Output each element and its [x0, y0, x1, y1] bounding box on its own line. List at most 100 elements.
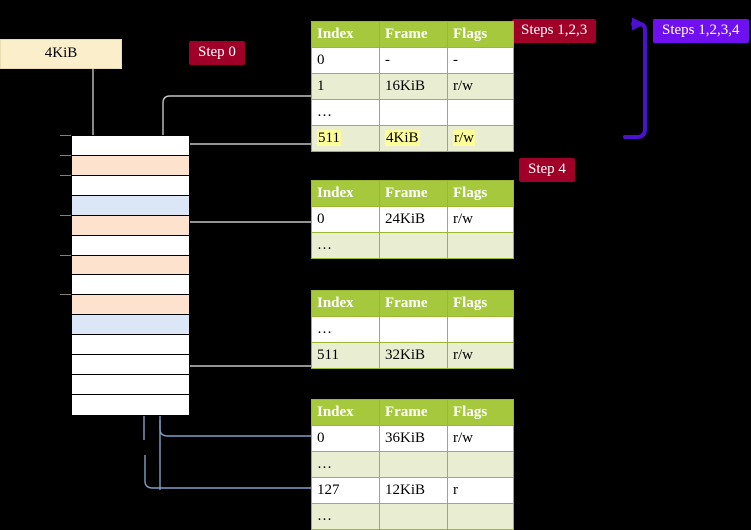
column-header-frame: Frame — [379, 21, 448, 48]
cell-flags: - — [447, 47, 514, 74]
cell-flags: r/w — [447, 206, 514, 233]
highlighted-value: 4KiB — [385, 129, 420, 146]
memory-frame-row — [72, 215, 189, 236]
table-row: … — [311, 99, 514, 126]
cell-frame — [379, 316, 448, 343]
cell-index: 0 — [311, 425, 380, 452]
column-header-frame: Frame — [379, 180, 448, 207]
wire-t2r0-to-grid — [177, 221, 311, 266]
memory-frame-row — [72, 355, 189, 376]
memory-frame-row — [72, 155, 189, 176]
cell-flags: r/w — [447, 342, 514, 369]
column-header-flags: Flags — [447, 21, 514, 48]
cell-index: 0 — [311, 47, 380, 74]
memory-frame-row — [72, 136, 189, 156]
cell-frame: 16KiB — [379, 73, 448, 100]
cell-index: 511 — [311, 125, 380, 152]
cell-index: 1 — [311, 73, 380, 100]
cell-flags: r/w — [447, 73, 514, 100]
column-header-flags: Flags — [447, 290, 514, 317]
memory-frame-row — [72, 395, 189, 415]
highlighted-value: 511 — [317, 129, 341, 146]
badge-steps-1234: Steps 1,2,3,4 — [653, 19, 749, 43]
cell-frame: 12KiB — [379, 477, 448, 504]
column-header-flags: Flags — [447, 180, 514, 207]
column-header-frame: Frame — [379, 399, 448, 426]
memory-frame-row — [72, 275, 189, 296]
wire-t1r511-to-grid — [169, 143, 311, 158]
table-row: 511 4KiB r/w — [311, 125, 514, 152]
memory-frame-row — [72, 295, 189, 316]
highlighted-value: r/w — [453, 129, 475, 146]
memory-frame-row — [72, 315, 189, 336]
badge-step-4: Step 4 — [519, 158, 575, 182]
cell-flags — [447, 232, 514, 259]
badge-step-0: Step 0 — [189, 41, 245, 65]
column-header-flags: Flags — [447, 399, 514, 426]
cell-frame — [379, 503, 448, 530]
memory-frame-grid — [71, 135, 190, 416]
cell-flags — [447, 99, 514, 126]
cell-index: 0 — [311, 206, 380, 233]
cell-frame: 36KiB — [379, 425, 448, 452]
cell-frame: 4KiB — [379, 125, 448, 152]
memory-frame-row — [72, 255, 189, 276]
cell-flags: r/w — [447, 425, 514, 452]
memory-frame-row — [72, 235, 189, 256]
column-header-frame: Frame — [379, 290, 448, 317]
cell-index: … — [311, 503, 380, 530]
cell-index: 127 — [311, 477, 380, 504]
table-row: … — [311, 232, 514, 259]
frame-tick-mark — [60, 214, 71, 216]
frame-tick-mark — [60, 254, 71, 256]
frame-tick-mark — [60, 154, 71, 156]
memory-frame-row — [72, 335, 189, 356]
column-header-index: Index — [311, 290, 380, 317]
cell-index: … — [311, 316, 380, 343]
cell-frame — [379, 99, 448, 126]
cell-frame — [379, 451, 448, 478]
cell-frame: 24KiB — [379, 206, 448, 233]
cell-index: … — [311, 99, 380, 126]
arrow-steps-bracket — [623, 17, 647, 139]
kib-size-label: 4KiB — [0, 39, 122, 69]
memory-frame-row — [72, 175, 189, 196]
column-header-index: Index — [311, 180, 380, 207]
cell-frame — [379, 232, 448, 259]
frame-tick-mark — [60, 135, 71, 136]
wire-t4r127-to-grid — [144, 455, 311, 489]
cell-flags: r/w — [447, 125, 514, 152]
memory-frame-row — [72, 195, 189, 216]
cell-frame: - — [379, 47, 448, 74]
table-row: 0-- — [311, 47, 514, 74]
cell-frame: 32KiB — [379, 342, 448, 369]
cell-index: 511 — [311, 342, 380, 369]
cell-index: … — [311, 232, 380, 259]
cell-flags — [447, 503, 514, 530]
table-row: … — [311, 316, 514, 343]
cell-flags — [447, 451, 514, 478]
cell-flags: r — [447, 477, 514, 504]
memory-frame-row — [72, 375, 189, 396]
wire-t4r0-to-grid — [159, 420, 311, 437]
column-header-index: Index — [311, 399, 380, 426]
table-row: … — [311, 503, 514, 530]
cell-index: … — [311, 451, 380, 478]
frame-tick-mark — [60, 174, 71, 176]
cell-flags — [447, 316, 514, 343]
badge-steps-123: Steps 1,2,3 — [512, 19, 597, 43]
frame-tick-mark — [60, 294, 71, 296]
wire-t3r511-to-grid — [177, 314, 311, 367]
table-row: … — [311, 451, 514, 478]
